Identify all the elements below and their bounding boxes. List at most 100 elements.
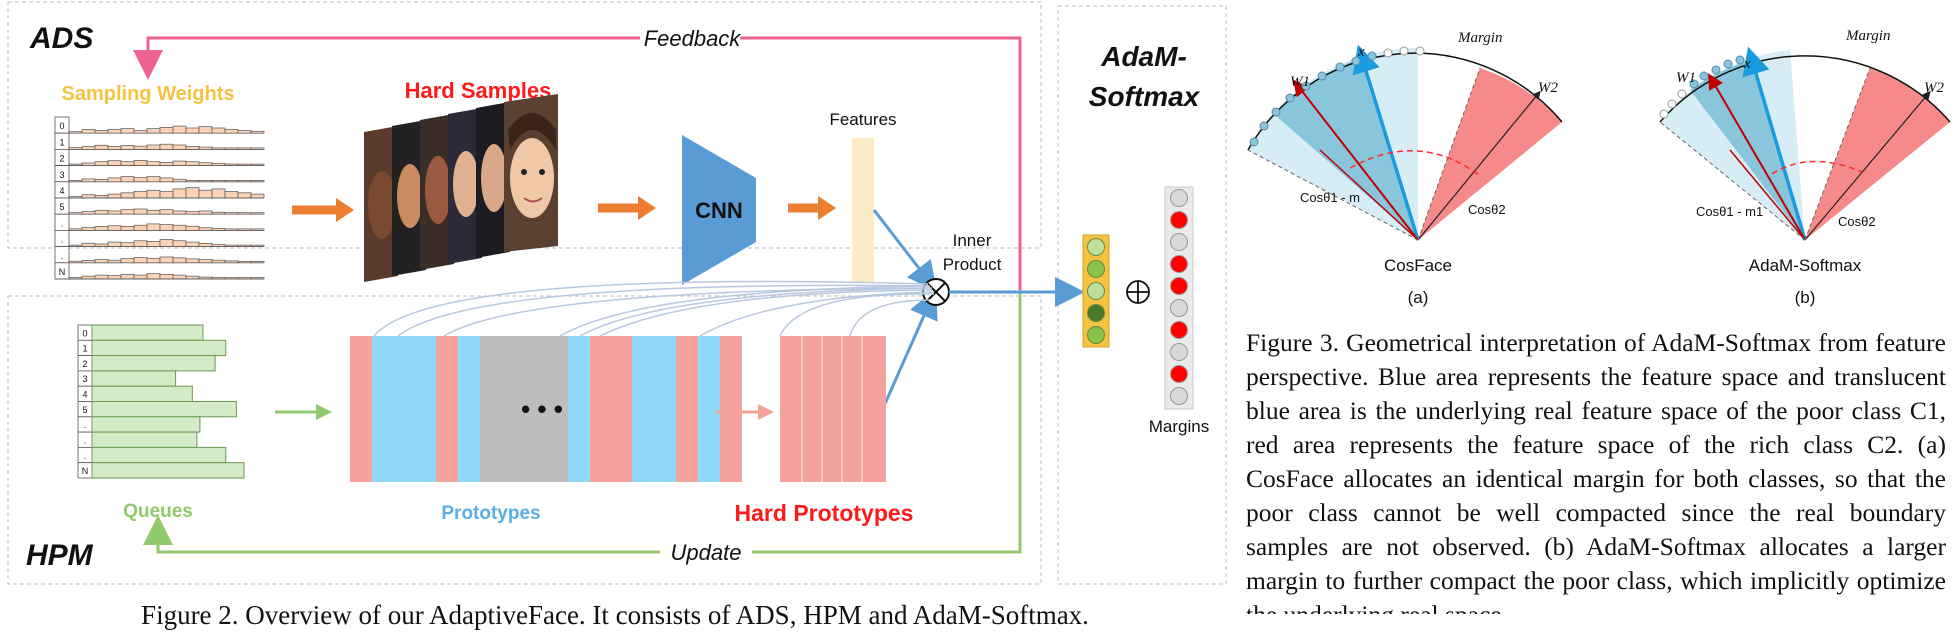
- sampling-weight-step: [107, 259, 122, 264]
- sampling-weight-step: [172, 240, 187, 247]
- queue-row-label: 5: [82, 405, 87, 415]
- sampling-weight-step: [107, 210, 122, 215]
- panel-a-name: CosFace: [1384, 256, 1452, 275]
- sampling-weight-step: [198, 146, 213, 150]
- margin-dot: [1170, 255, 1188, 273]
- sampling-weight-step: [133, 160, 148, 166]
- sampling-weight-step: [224, 128, 239, 134]
- prototype-stripe: [372, 336, 414, 482]
- sampling-weight-step: [211, 259, 226, 264]
- sampling-weight-step: [107, 241, 122, 247]
- sampling-weight-step: [159, 191, 174, 199]
- sampling-row-label: 5: [59, 202, 64, 212]
- features-label: Features: [829, 110, 896, 129]
- sampling-weight-step: [159, 256, 174, 264]
- panel-a-w1-label: W1: [1290, 74, 1310, 90]
- inner-label: Inner: [953, 231, 992, 250]
- orange-arrow-1-head: [336, 198, 354, 222]
- sampling-weight-step: [159, 239, 174, 247]
- panel-b-x-label: x: [1743, 56, 1751, 72]
- sampling-weight-step: [185, 258, 200, 264]
- sampling-weight-step: [146, 128, 161, 134]
- cnn-label: CNN: [695, 198, 743, 223]
- margin-dot: [1170, 233, 1188, 251]
- queue-row-label: .: [84, 451, 87, 461]
- sampling-weight-step: [146, 209, 161, 215]
- queue-row-label: N: [82, 466, 89, 476]
- feedback-label: Feedback: [644, 26, 742, 51]
- sampling-weight-step: [120, 258, 135, 264]
- sampling-weight-step: [159, 126, 174, 134]
- panel-a-letter: (a): [1408, 288, 1429, 307]
- orange-arrow-3-head: [818, 196, 836, 220]
- queue-bar: [91, 446, 227, 464]
- sampling-weight-step: [172, 144, 187, 150]
- sampling-weight-step: [185, 211, 200, 215]
- sampling-weight-step: [81, 194, 96, 199]
- queues-label: Queues: [123, 501, 193, 522]
- prototype-stripe: [720, 336, 742, 482]
- sampling-weight-step: [120, 226, 135, 231]
- panel-a-margin-label: Margin: [1457, 30, 1502, 46]
- sampling-weight-step: [146, 241, 161, 247]
- sampling-row-label: 2: [59, 154, 64, 164]
- margin-dot: [1170, 189, 1188, 207]
- sampling-weight-step: [250, 193, 265, 199]
- panel-a-cosface: Margin W1 W2 x Cosθ1 - m Cosθ2 CosFace (…: [1247, 30, 1563, 307]
- sampling-weight-step: [172, 257, 187, 264]
- margin-dot: [1170, 321, 1188, 339]
- sampling-weight-step: [211, 127, 226, 134]
- hard-prototypes-block: [780, 336, 886, 482]
- prototype-stripe: [590, 336, 632, 482]
- panel-b-w2-label: W2: [1924, 80, 1944, 96]
- sampling-weight-step: [185, 275, 200, 280]
- sampling-weight-step: [146, 273, 161, 280]
- adam-title-2: Softmax: [1089, 81, 1201, 112]
- sampling-weight-step: [159, 177, 174, 183]
- sampling-weight-step: [198, 259, 213, 264]
- sampling-weight-step: [94, 144, 109, 150]
- sampling-weight-step: [159, 162, 174, 166]
- sampling-weight-step: [120, 161, 135, 166]
- sampling-weight-step: [94, 226, 109, 231]
- prototype-stripe: [414, 336, 436, 482]
- adam-section-box: [1057, 5, 1227, 585]
- sampling-weight-step: [198, 210, 213, 215]
- sampling-weight-step: [185, 161, 200, 166]
- sampling-row-label: 0: [59, 121, 64, 131]
- prototype-stripe: [698, 336, 720, 482]
- margin-dot: [1170, 211, 1188, 229]
- sampling-weight-step: [94, 179, 109, 183]
- queue-bar: [91, 416, 201, 433]
- sampling-weight-step: [198, 189, 213, 199]
- sampling-weight-step: [133, 130, 148, 134]
- sampling-row-label: .: [61, 218, 64, 228]
- hpm-label: HPM: [26, 539, 94, 572]
- prototypes-block: [350, 336, 742, 482]
- sampling-weight-step: [146, 223, 161, 231]
- prototypes-label: Prototypes: [441, 503, 540, 524]
- sampling-weight-step: [172, 274, 187, 280]
- sampling-weight-step: [81, 178, 96, 183]
- green-arrow-head: [316, 404, 332, 420]
- panel-b-feature-space-w1: [1690, 60, 1805, 240]
- prototypes-to-product-arrow: [882, 288, 938, 407]
- sampling-weight-step: [237, 192, 252, 199]
- sampling-weight-step: [120, 128, 135, 134]
- sampling-weight-step: [185, 225, 200, 231]
- prototype-stripe: [458, 336, 480, 482]
- margin-dot: [1170, 277, 1188, 295]
- margin-dot: [1170, 365, 1188, 383]
- sampling-weight-step: [133, 274, 148, 280]
- sampling-weight-step: [159, 143, 174, 150]
- sampling-weight-step: [107, 146, 122, 150]
- sampling-weight-step: [107, 128, 122, 134]
- panel-b-name: AdaM-Softmax: [1749, 256, 1862, 275]
- sampling-weight-step: [107, 160, 122, 166]
- margins-label: Margins: [1149, 417, 1209, 436]
- hard-sample-images: [364, 94, 558, 282]
- panel-a-cos2-label: Cosθ2: [1468, 202, 1506, 217]
- queue-row-label: .: [84, 435, 87, 445]
